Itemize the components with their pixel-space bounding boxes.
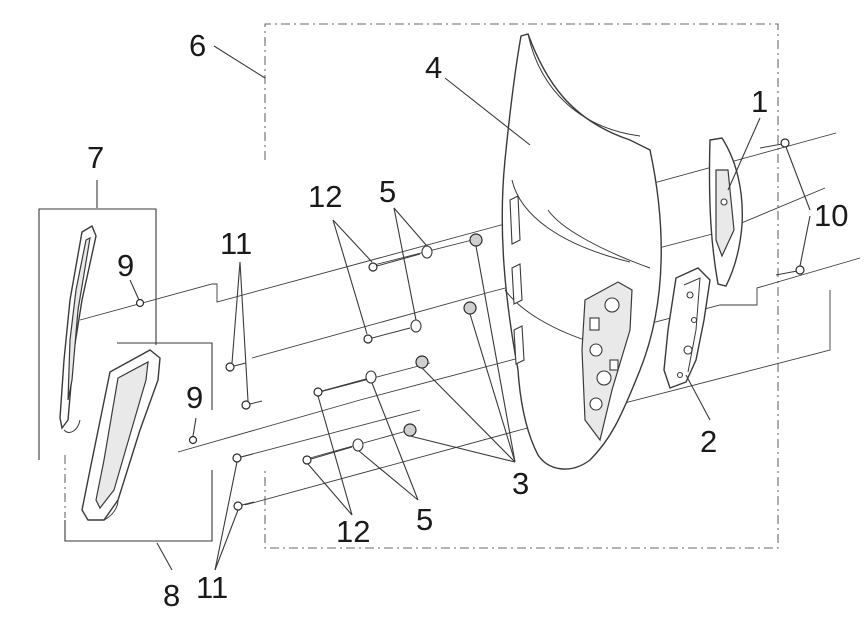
nuts-3 <box>403 233 483 437</box>
callout-4: 4 <box>425 50 442 85</box>
leader-lines <box>96 45 811 571</box>
callout-5-top: 5 <box>379 174 396 209</box>
bolts-12 <box>302 253 421 465</box>
assembly-frame-8 <box>64 342 213 542</box>
lower-left-panel <box>81 349 161 521</box>
callout-12-upper: 12 <box>308 179 342 214</box>
callout-9-upper: 9 <box>117 248 134 283</box>
callout-12-lower: 12 <box>336 514 370 549</box>
callout-5-bottom: 5 <box>416 502 433 537</box>
windscreen-panel <box>501 33 662 470</box>
callout-11-lower: 11 <box>196 570 228 605</box>
callout-7: 7 <box>87 140 104 175</box>
screws-10 <box>759 138 805 276</box>
upper-left-panel <box>59 224 97 433</box>
callout-9-lower: 9 <box>186 380 203 415</box>
assembly-frame-6 <box>264 23 779 549</box>
lower-side-bracket <box>663 267 711 389</box>
callout-3: 3 <box>512 466 529 501</box>
callout-labels: 1 2 3 4 5 5 6 7 8 9 9 10 11 11 12 12 <box>87 28 848 613</box>
callout-10: 10 <box>814 198 848 233</box>
callout-2: 2 <box>700 424 717 459</box>
callout-8: 8 <box>163 578 180 613</box>
callout-1: 1 <box>751 84 768 119</box>
clips-9 <box>135 298 198 445</box>
explode-axis-lines <box>79 132 861 506</box>
assembly-frame-7 <box>38 208 157 460</box>
callout-11-upper: 11 <box>220 226 252 261</box>
callout-6: 6 <box>189 28 206 63</box>
washers-5 <box>352 245 433 452</box>
